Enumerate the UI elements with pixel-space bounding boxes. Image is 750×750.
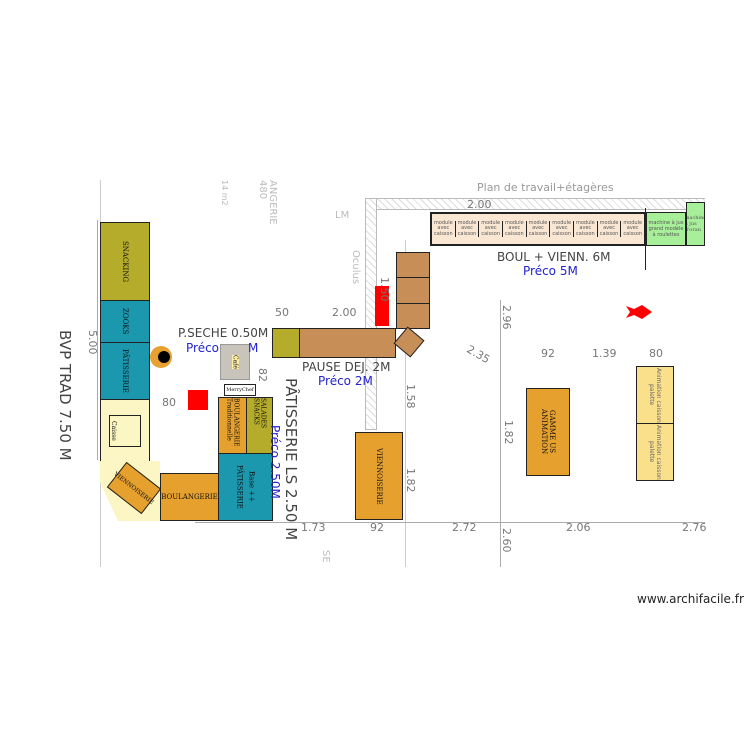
block-label: Animation caisson palette [648, 367, 662, 423]
dimension: 1.58 [404, 384, 417, 409]
module: module avec caisson [527, 220, 551, 238]
block-label: machine à jus grand modèle à roulettes [648, 220, 684, 238]
bg-label: Plan de travail+étagères [475, 181, 616, 194]
block-label: Café [231, 355, 239, 369]
patisserie-ls-label: PÂTISSERIE LS 2.50 M [282, 378, 300, 541]
bg-label: LM [335, 210, 350, 221]
person-icon [150, 346, 172, 368]
bvp-trad-label: BVP TRAD 7.50 M [56, 330, 74, 461]
grid-line [500, 300, 501, 567]
bg-label: SE [320, 550, 331, 563]
caisse-block[interactable]: Caisse [100, 399, 150, 462]
red-arrow-icon [626, 305, 652, 319]
p-seche-preco: Préco [186, 341, 220, 355]
dimension: 5.00 [86, 330, 99, 355]
block-label: SNACKING [121, 240, 129, 283]
grid-line [405, 240, 406, 567]
block-label: BOULANGERIE Traditionnelle [225, 398, 240, 447]
dimension: 1.82 [404, 468, 417, 493]
block-label: BOULANGERIE [161, 493, 218, 501]
module: module avec caisson [479, 220, 503, 238]
pause-dej-counter[interactable] [272, 328, 396, 358]
juice-machine-2[interactable]: machine à jus d'oran [686, 202, 705, 246]
juice-machine[interactable]: machine à jus grand modèle à roulettes [646, 212, 686, 246]
dimension: 2.72 [452, 521, 477, 534]
snacking-block[interactable]: SNACKING [100, 222, 150, 301]
merrychef-oven[interactable]: MerryChef [224, 384, 256, 396]
dimension: 1.73 [301, 521, 326, 534]
boul-vienn-preco: Préco 5M [523, 264, 578, 278]
dimension-line [97, 220, 98, 460]
p-seche-preco-suffix: M [248, 341, 259, 355]
dimension: 2.76 [682, 521, 707, 534]
dimension: 2.60 [500, 528, 513, 553]
zooks-block[interactable]: ZOOKS [100, 300, 150, 343]
module: module avec caisson [598, 220, 622, 238]
dimension: 50 [275, 306, 289, 319]
bg-label: 14 m2 [220, 180, 229, 206]
block-label: machine à jus d'oran [686, 215, 704, 233]
patisserie-preco: Préco 2.50M [268, 425, 282, 499]
block-sublabel: Base ++ [247, 471, 256, 503]
p-seche-label: P.SECHE 0.50M [178, 326, 269, 340]
block-label: PÂTISSERIE [121, 349, 129, 393]
boul-vienn-counter[interactable]: module avec caisson module avec caisson … [430, 212, 646, 246]
dimension: 2.00 [332, 306, 357, 319]
cafe-machine[interactable]: Café [220, 344, 250, 380]
boulangerie-block[interactable]: BOULANGERIE [160, 473, 219, 521]
patisserie-left-block[interactable]: PÂTISSERIE [100, 342, 150, 400]
module: module avec caisson [432, 220, 456, 238]
module: module avec caisson [550, 220, 575, 238]
dimension: 92 [541, 347, 555, 360]
block-label: ZOOKS [121, 308, 129, 335]
dimension: 1.39 [592, 347, 617, 360]
block-label: GAMME US ANIMATION [540, 409, 556, 455]
boulangerie-trad-block[interactable]: BOULANGERIE Traditionnelle [218, 397, 247, 454]
animation-palette-2[interactable]: Animation caisson palette [636, 423, 674, 481]
dimension: 82 [256, 368, 269, 382]
block-label: PÂTISSERIE [235, 465, 244, 509]
salades-block[interactable]: SALADES SNACKS [246, 397, 273, 454]
pause-dej-label: PAUSE DEJ. 2M [302, 360, 391, 374]
dimension: 1.50 [378, 277, 391, 302]
dimension: 1.82 [502, 420, 515, 445]
module [273, 329, 300, 357]
block-label: VIENNOISERIE [375, 447, 383, 505]
module: module avec caisson [503, 220, 527, 238]
caisse-label: Caisse [110, 420, 117, 441]
dimension: 2.06 [566, 521, 591, 534]
cash-register-icon: Caisse [109, 414, 141, 447]
block-label: SALADES SNACKS [252, 398, 267, 429]
dimension-line [195, 522, 705, 523]
watermark: www.archifacile.fr [637, 592, 744, 606]
boul-vienn-label: BOUL + VIENN. 6M [497, 250, 611, 264]
pause-dej-preco: Préco 2M [318, 374, 373, 388]
dimension: 80 [162, 396, 176, 409]
vertical-counter[interactable] [396, 252, 430, 329]
gamme-us-block[interactable]: GAMME US ANIMATION [526, 388, 570, 476]
dimension: 2.00 [467, 198, 492, 211]
wall-top [365, 198, 705, 210]
dimension: 92 [370, 521, 384, 534]
block-label: MerryChef [226, 387, 254, 393]
module: module avec caisson [574, 220, 598, 238]
dimension: 2.96 [500, 305, 513, 330]
animation-palette-1[interactable]: Animation caisson palette [636, 366, 674, 424]
bg-label: ANGERIE [267, 180, 278, 225]
module: module avec caisson [456, 220, 480, 238]
viennoiserie-block[interactable]: VIENNOISERIE [355, 432, 403, 520]
block-label: Animation caisson palette [648, 424, 662, 480]
dimension: 80 [649, 347, 663, 360]
bg-label: Oculus [350, 250, 361, 285]
module: module avec caisson [623, 219, 643, 237]
red-marker [375, 286, 389, 326]
red-marker [188, 390, 208, 410]
floor-plan: ANGERIE 480 14 m2 LM Oculus Plan de trav… [45, 180, 705, 567]
bg-label: 480 [257, 180, 268, 200]
